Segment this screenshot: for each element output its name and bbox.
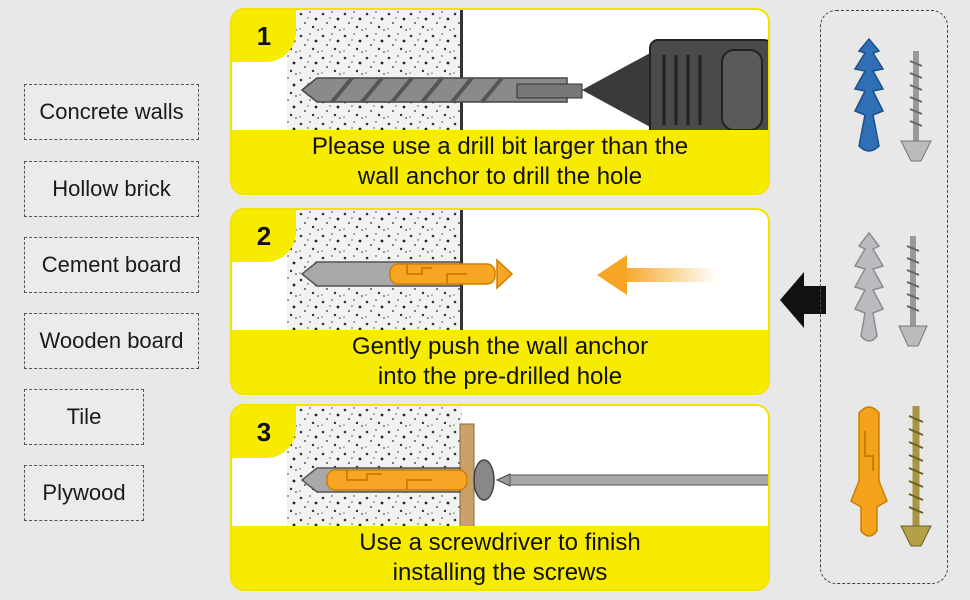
step-3-caption: Use a screwdriver to finish installing t… (232, 526, 768, 589)
orange-anchor-icon (850, 406, 888, 537)
step-1-caption-line-2: wall anchor to drill the hole (357, 162, 643, 190)
material-tag-tile: Tile (24, 389, 144, 445)
anchor-kits-illustration (850, 37, 932, 547)
step-3-caption-line-2: installing the screws (392, 558, 608, 586)
step-3-panel: 3 Use a screwdriver to finish installing… (230, 404, 770, 591)
material-tag-plywood: Plywood (24, 465, 144, 521)
silver-screw-icon (900, 51, 932, 162)
step-2-number: 2 (232, 210, 296, 262)
push-arrow (622, 268, 717, 282)
material-tag-hollow-brick: Hollow brick (24, 161, 199, 217)
silver-screw-icon (898, 236, 928, 347)
material-tag-wooden-board: Wooden board (24, 313, 199, 369)
step-1-panel: 1 Please use a drill bit larger than the… (230, 8, 770, 195)
grey-anchor-icon (853, 231, 885, 342)
step-2-caption-line-1: Gently push the wall anchor (351, 332, 649, 360)
step-3-number: 3 (232, 406, 296, 458)
blue-anchor-icon (853, 37, 885, 152)
material-tag-cement-board: Cement board (24, 237, 199, 293)
step-3-caption-line-1: Use a screwdriver to finish (359, 528, 641, 556)
material-tag-concrete-walls: Concrete walls (24, 84, 199, 140)
step-1-caption-line-1: Please use a drill bit larger than the (311, 132, 689, 160)
anchor-kits-panel (820, 10, 948, 584)
step-1-caption: Please use a drill bit larger than the w… (232, 130, 768, 193)
step-2-panel: 2 Gently push the wall anchor into the p… (230, 208, 770, 395)
gold-screw-icon (900, 406, 932, 547)
step-2-caption: Gently push the wall anchor into the pre… (232, 330, 768, 393)
left-arrow-icon (780, 272, 826, 328)
step-1-illustration (287, 10, 768, 193)
step-2-caption-line-2: into the pre-drilled hole (377, 362, 623, 390)
step-1-number: 1 (232, 10, 296, 62)
